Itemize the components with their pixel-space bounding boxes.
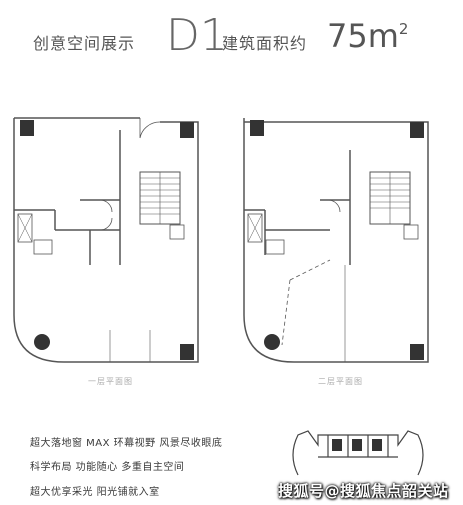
building-thumbnail	[292, 430, 424, 476]
area-exponent: 2	[398, 20, 409, 38]
area-value: 75m2	[327, 17, 409, 55]
watermark: 搜狐号@搜狐焦点韶关站	[278, 482, 449, 500]
second-floor-plan	[243, 118, 429, 363]
first-floor-caption: 一层平面图	[88, 377, 133, 386]
second-floor-columns	[250, 120, 424, 360]
area-label: 建筑面积约	[222, 34, 308, 53]
feature-line: 超大落地窗 MAX 环幕视野 风景尽收眼底	[30, 438, 223, 449]
first-floor-columns	[20, 120, 194, 360]
feature-line: 科学布局 功能随心 多重自主空间	[30, 462, 185, 473]
first-floor-plan	[13, 117, 199, 363]
header-label: 创意空间展示	[33, 34, 136, 53]
header: 创意空间展示 D1 建筑面积约 75m2	[0, 0, 463, 70]
floor-plans	[13, 117, 429, 363]
second-floor-caption: 二层平面图	[318, 377, 363, 386]
feature-line: 超大优享采光 阳光铺就入室	[30, 487, 160, 498]
unit-code: D1	[166, 10, 228, 61]
